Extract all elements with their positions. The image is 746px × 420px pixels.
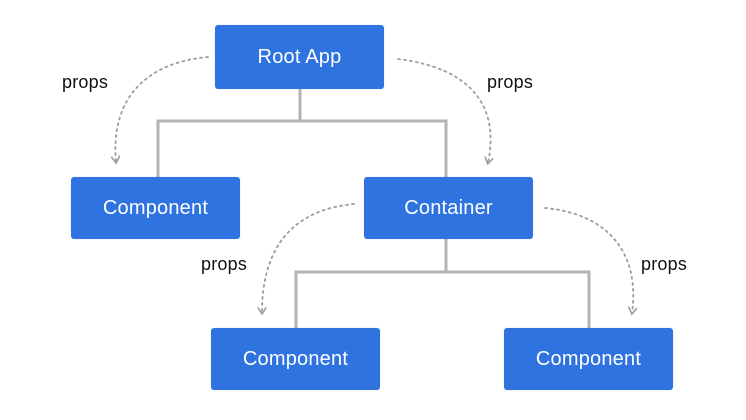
arrow-container-to-bottom-left [262,203,355,313]
container-node: Container [364,177,533,239]
props-arrows [115,56,633,313]
arrow-container-to-bottom-right [544,207,633,313]
root-app-node: Root App [215,25,384,89]
component-node-bottom-left: Component [211,328,380,390]
component-node-left: Component [71,177,240,239]
props-label-container-to-bottom-right: props [641,254,688,274]
props-label-root-to-component: props [62,72,109,92]
props-label-container-to-bottom-left: props [201,254,248,274]
tree-lines [156,87,591,330]
arrow-root-to-container [397,58,491,163]
props-label-root-to-container: props [487,72,534,92]
component-node-bottom-right: Component [504,328,673,390]
arrow-root-to-component [115,56,209,162]
